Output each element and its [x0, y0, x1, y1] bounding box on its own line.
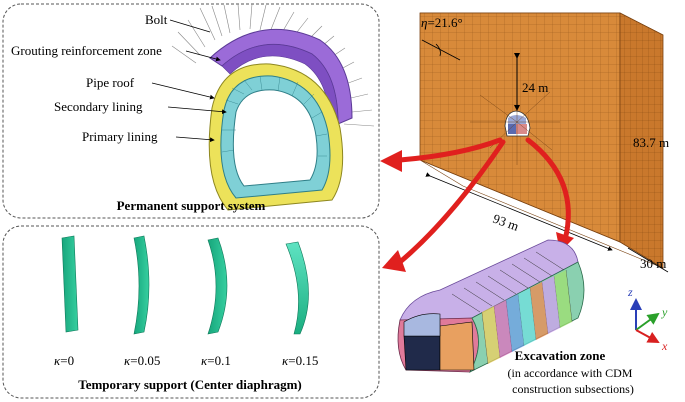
diaphragm-k015 — [285, 241, 309, 335]
red-arrows — [397, 137, 571, 265]
length-dimension — [425, 172, 613, 251]
excavation-note-line2: construction subsections) — [512, 382, 634, 396]
kappa-label-015: κ=0.15 — [282, 353, 318, 368]
kappa-label-005: κ=0.05 — [124, 353, 160, 368]
label-pipe-roof: Pipe roof — [86, 75, 135, 90]
length-label: 93 m — [491, 211, 521, 234]
permanent-leaders — [151, 19, 227, 143]
label-bolt: Bolt — [145, 12, 168, 27]
lining-mesh — [221, 75, 328, 157]
depth-label: 24 m — [522, 80, 548, 95]
numerical-model: 24 m η=21.6° 83.7 m 93 m 30 m — [419, 12, 669, 273]
label-primary-lining: Primary lining — [82, 129, 158, 144]
permanent-panel-title: Permanent support system — [117, 198, 266, 213]
permanent-panel-border — [2, 3, 380, 219]
eta-label: η=21.6° — [421, 15, 463, 30]
label-grouting-zone: Grouting reinforcement zone — [11, 43, 162, 58]
axis-z-label: z — [627, 285, 633, 299]
excavation-zone — [397, 239, 585, 373]
radial-mesh — [470, 80, 560, 165]
axis-y-label: y — [661, 305, 668, 319]
diaphragm-k0 — [61, 235, 79, 333]
diaphragm-k01 — [207, 237, 228, 335]
width-label: 30 m — [640, 256, 666, 271]
permanent-support-panel: Bolt Grouting reinforcement zone Pipe ro… — [2, 3, 380, 219]
temporary-support-panel: κ=0 κ=0.05 κ=0.1 κ=0.15 Temporary suppor… — [2, 225, 380, 399]
kappa-label-01: κ=0.1 — [201, 353, 231, 368]
excavation-note-line1: (in accordance with CDM — [508, 366, 633, 380]
axis-triad: z y x — [627, 285, 668, 353]
excavation-title: Excavation zone — [515, 348, 606, 363]
height-label: 83.7 m — [633, 135, 669, 150]
temporary-panel-title: Temporary support (Center diaphragm) — [78, 377, 302, 392]
eta-line — [421, 39, 461, 61]
kappa-label-0: κ=0 — [54, 353, 74, 368]
label-secondary-lining: Secondary lining — [54, 99, 143, 114]
width-dimension — [627, 247, 669, 273]
diaphragm-k005 — [133, 235, 150, 335]
segment-colors — [482, 270, 572, 364]
temporary-panel-border — [2, 225, 380, 399]
axis-x-label: x — [661, 339, 668, 353]
kappa-labels: κ=0 κ=0.05 κ=0.1 κ=0.15 — [54, 353, 318, 368]
